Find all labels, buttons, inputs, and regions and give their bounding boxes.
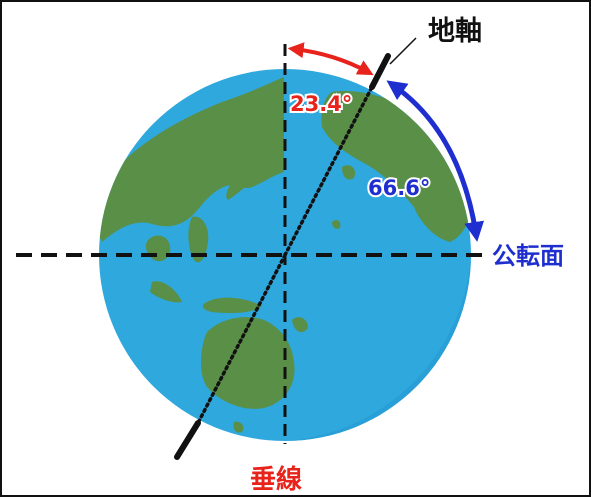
orbital-plane-label: 公転面 [492,242,564,270]
axis-pole-bottom [174,420,201,460]
axis-label-leader [389,37,417,65]
tilt-angle-arrow [287,42,374,76]
complement-angle-label: 66.6° [368,176,430,200]
axis-label: 地軸 [428,16,482,47]
complement-angle-arrow [386,80,485,242]
vertical-line-label: 垂線 [250,464,302,495]
tilt-angle-label: 23.4° [290,92,352,116]
axis-dotted-upper [283,85,374,257]
axis-pole-top [369,53,391,90]
axis-dotted-lower [196,253,287,425]
